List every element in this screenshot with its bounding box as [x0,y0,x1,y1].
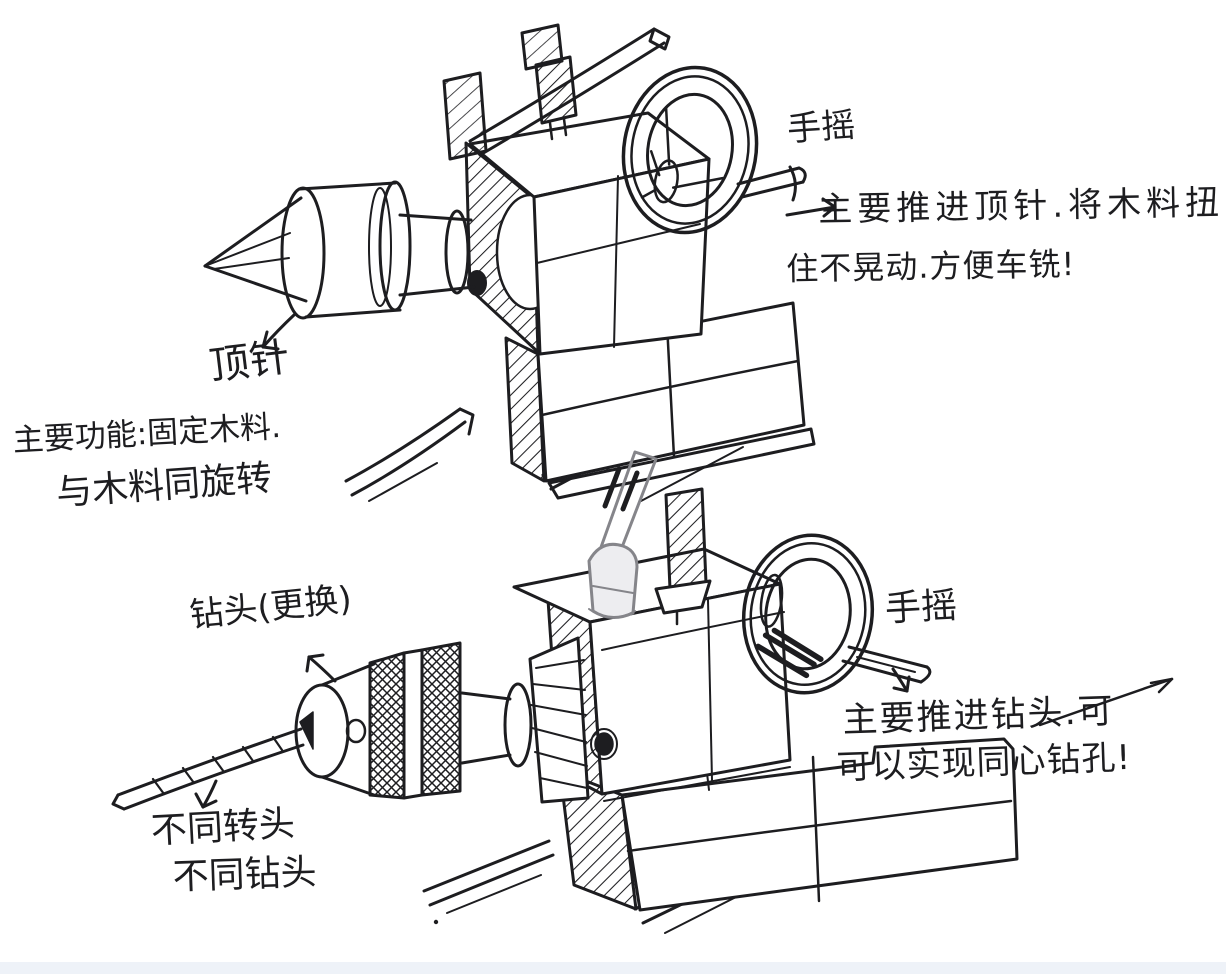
dead-center-cone [203,196,308,303]
tailstock-housing [464,111,711,356]
label-top-handwheel: 手摇 [785,105,857,150]
note-top-line1: 主要推进顶针.将木料扭 [817,182,1225,230]
footer-strip [0,962,1226,974]
drill-bit-icon [111,727,305,811]
marker-pen-icon [587,450,658,619]
note-drill-line1: 不同转头 [149,803,296,852]
arrow-to-drill-icon [194,779,218,809]
chuck-key-hole-icon [345,718,367,744]
handwheel-handle [736,166,807,199]
label-bottom-handwheel: 手摇 [883,585,959,630]
bolt-icon [594,732,614,756]
arrow-to-chuck-icon [305,653,337,683]
top-machine-sketch [203,23,816,502]
note-drill-line2: 不同钻头 [171,851,318,898]
bottom-machine-sketch [111,450,1174,934]
handwheel-icon [741,533,875,695]
handwheel-icon [621,65,759,235]
drill-chuck [294,641,533,800]
tailstock-barrel [203,180,476,320]
lock-pin [654,487,712,626]
label-dead-center: 顶针 [206,334,292,390]
bolt-icon [467,270,487,296]
spindle-flange [528,636,590,804]
tailstock-pedestal [558,737,1019,912]
handwheel-handle [841,645,932,684]
arrow-handwheel-note-icon [891,667,911,693]
arrow-top-handwheel-note-icon [785,165,837,218]
ink-speck [433,919,439,925]
arrow-to-center-label-icon [261,313,296,351]
note-top-line2: 住不晃动.方便车铣! [785,244,1076,288]
tailstock-pedestal [504,301,816,500]
long-arrow-icon [1038,677,1174,727]
clamp-lever [442,23,671,161]
